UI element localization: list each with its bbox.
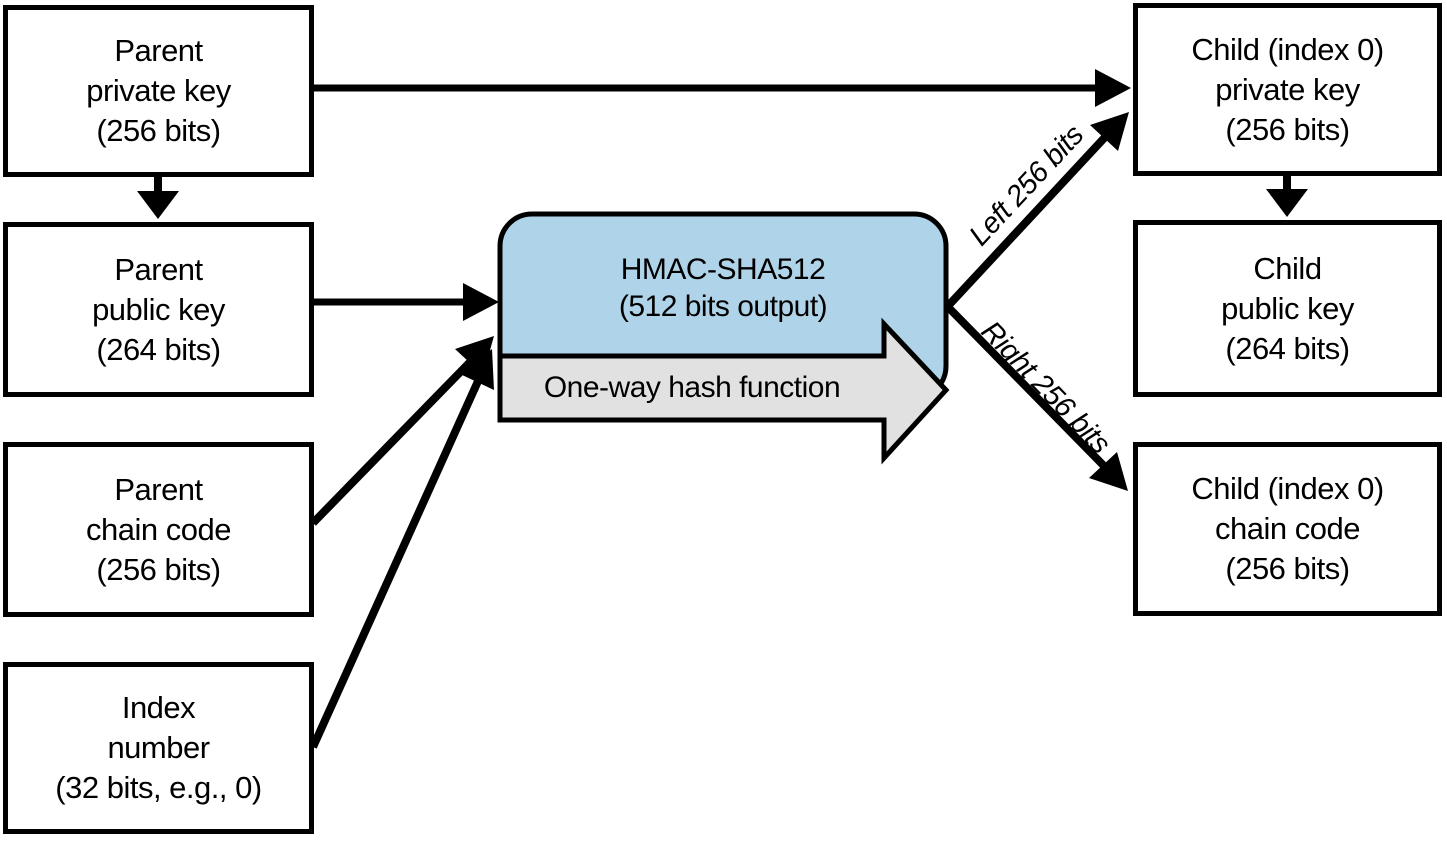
parent-public-key-box: Parent public key (264 bits) <box>3 222 314 397</box>
box-line: Parent <box>114 471 203 507</box>
one-way-hash-function-label: One-way hash function <box>543 371 841 404</box>
arrow-index-number-to-hmac <box>309 349 494 749</box>
hmac-subtitle-line: (512 bits output) <box>618 290 828 323</box>
box-line: (264 bits) <box>96 331 221 367</box>
box-line: (256 bits) <box>96 113 221 148</box>
one-way-hash-block-arrow <box>497 317 950 465</box>
box-line: Child <box>1253 250 1322 286</box>
arrow-parent-chain-code-to-hmac <box>310 336 494 526</box>
arrow-parent-public-to-hmac <box>313 283 499 321</box>
box-line: Parent <box>114 33 203 68</box>
box-line: (264 bits) <box>1225 330 1350 366</box>
child-chain-code-box: Child (index 0) chain code (256 bits) <box>1133 442 1442 616</box>
child-private-key-box: Child (index 0) private key (256 bits) <box>1133 3 1442 176</box>
box-line: Parent <box>114 251 203 287</box>
arrow-hmac-left-256-to-child-private <box>945 112 1129 309</box>
child-public-key-box: Child public key (264 bits) <box>1133 220 1442 397</box>
arrow-parent-private-to-parent-public <box>137 176 179 219</box>
arrow-child-private-to-child-public <box>1266 175 1308 217</box>
box-line: Index <box>121 690 196 725</box>
box-line: (256 bits) <box>1225 111 1350 147</box>
box-line: public key <box>92 291 225 327</box>
parent-private-key-box: Parent private key (256 bits) <box>3 5 314 177</box>
box-line: private key <box>86 73 231 108</box>
box-line: chain code <box>86 511 231 547</box>
box-line: Child (index 0) <box>1191 471 1384 506</box>
box-line: (256 bits) <box>1225 551 1350 586</box>
box-line: number <box>107 730 210 765</box>
parent-chain-code-box: Parent chain code (256 bits) <box>3 442 314 617</box>
arrow-hmac-right-256-to-child-chain-code <box>945 304 1128 491</box>
index-number-box: Index number (32 bits, e.g., 0) <box>3 662 314 834</box>
box-line: Child (index 0) <box>1191 31 1384 67</box>
hmac-sha512-label: HMAC-SHA512 (512 bits output) <box>500 236 946 340</box>
box-line: chain code <box>1215 511 1360 546</box>
box-line: public key <box>1221 290 1354 326</box>
box-line: (32 bits, e.g., 0) <box>55 770 262 805</box>
box-line: (256 bits) <box>96 551 221 587</box>
arrow-parent-private-to-child-private <box>313 69 1131 107</box>
hmac-title-line: HMAC-SHA512 <box>620 253 826 286</box>
box-line: private key <box>1215 71 1360 107</box>
